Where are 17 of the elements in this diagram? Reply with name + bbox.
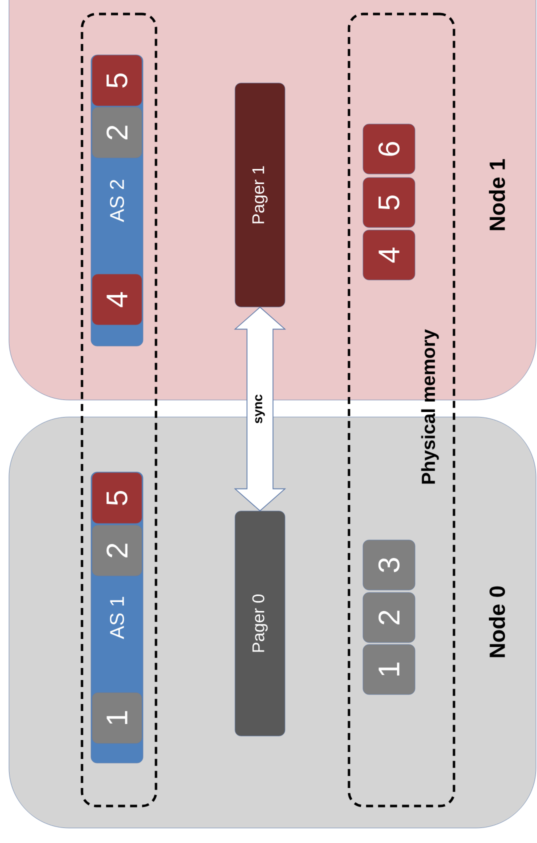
page-square: 5 (92, 54, 142, 106)
pager-box: Pager 1 (234, 82, 286, 308)
page-square: 2 (92, 524, 142, 576)
double-arrow (234, 306, 286, 512)
edge-label: sync (254, 393, 266, 425)
page-square: 5 (362, 177, 416, 228)
page-square: 1 (362, 644, 416, 695)
page-square: 5 (92, 472, 142, 524)
pager-box: Pager 0 (234, 510, 286, 736)
page-square: 4 (362, 230, 416, 280)
dashed-group-outline (80, 12, 158, 808)
page-square: 2 (362, 592, 416, 643)
page-square: 3 (362, 540, 416, 590)
page-square: 1 (92, 692, 142, 744)
page-square: 6 (362, 124, 416, 174)
page-square: 4 (92, 274, 142, 326)
page-square: 2 (92, 106, 142, 158)
